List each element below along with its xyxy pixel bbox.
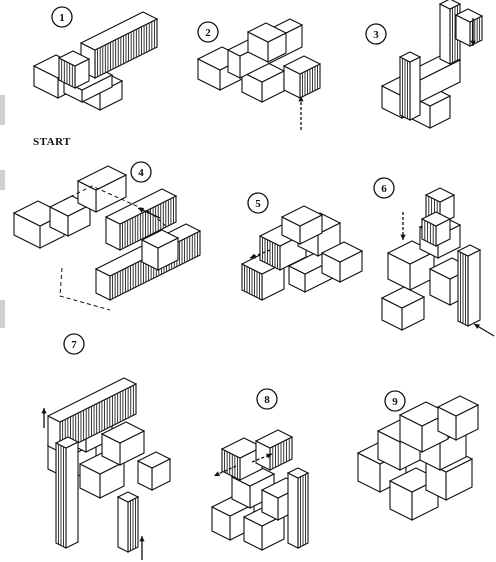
step-1-number: 1 [59,12,65,24]
step-5-drawing: 5 [242,193,362,300]
step-2-drawing: 2 [198,19,320,130]
arrow-head [139,536,144,541]
step-7-number: 7 [71,339,77,351]
step-4-number: 4 [138,167,144,179]
arrow-head [400,235,405,240]
step-9-drawing: 9 [358,391,478,520]
step-7-drawing: 7 [41,334,170,560]
arrow-head [214,471,220,476]
step-8-number: 8 [264,394,270,406]
step-2-number: 2 [205,27,211,39]
step-6-drawing: 6 [374,178,494,336]
start-label: START [33,136,71,148]
step-3-number: 3 [373,29,379,41]
step-9-number: 9 [392,396,398,408]
step-3-drawing: 3 [366,0,482,128]
arrow-head [41,408,46,413]
step-4-drawing: 4 [14,162,200,310]
step-5-number: 5 [255,198,261,210]
step-8-drawing: 8 [212,389,308,550]
step-1-drawing: 1 [34,7,157,110]
step-6-number: 6 [381,183,387,195]
